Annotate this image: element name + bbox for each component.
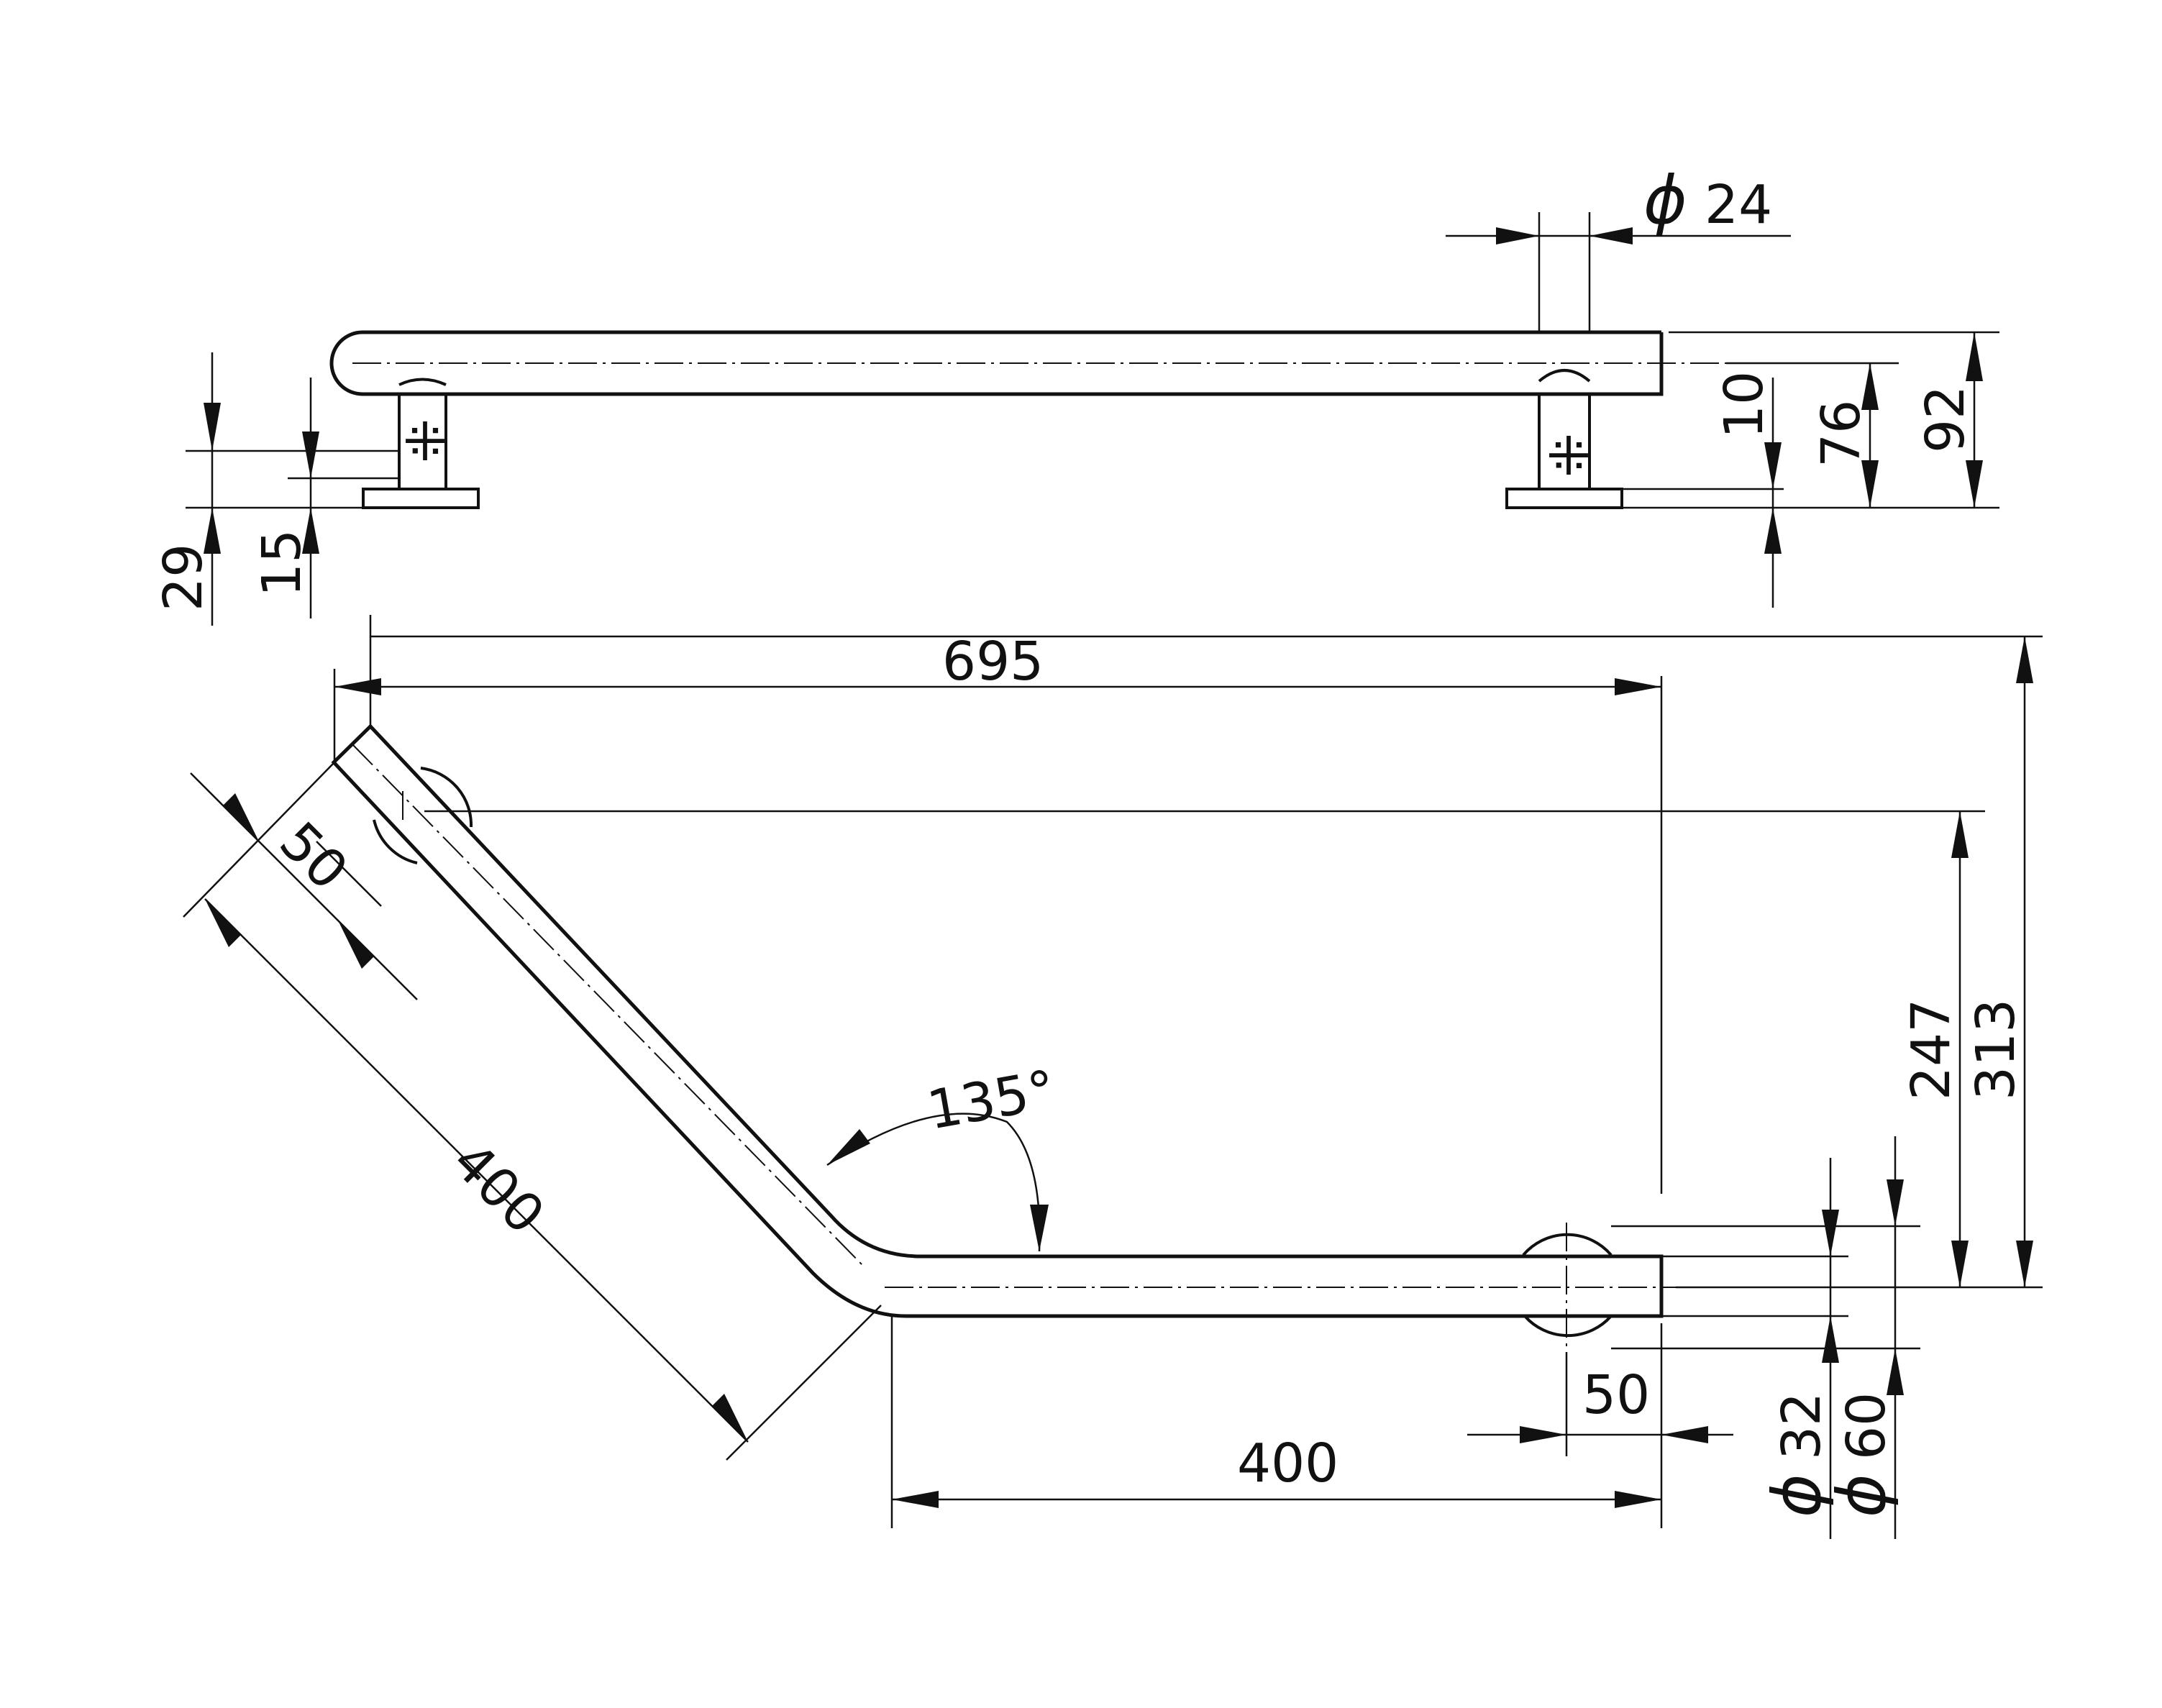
dim-leg-angled: 400 (440, 1131, 556, 1246)
diameter-symbol: ϕ (1643, 162, 1687, 239)
dim-base-offset: 10 (1713, 371, 1775, 439)
dim-end-offset-right: 50 (1582, 1364, 1650, 1426)
dim-tube-diameter-plan: 32 (1771, 1392, 1833, 1460)
dim-screw-lower: 15 (251, 529, 313, 597)
right-screw-mark: ⁜ (1546, 426, 1591, 488)
left-flange (373, 767, 473, 864)
diameter-symbol: ϕ (1823, 1474, 1900, 1517)
dim-left-verticals: 29 15 (152, 352, 399, 626)
side-view-tube (329, 330, 1664, 396)
dim-end-offset-left: 50 (268, 810, 359, 902)
right-post: ⁜ (1505, 369, 1784, 509)
dim-right-verticals: 10 76 92 (1622, 331, 1999, 608)
dim-axis-depth: 247 (1900, 999, 1962, 1100)
dim-plan-verticals: 247 313 (424, 636, 2043, 1289)
dim-phi-24: ϕ 24 (1446, 162, 1791, 332)
dim-overall-depth: 313 (1965, 999, 2027, 1100)
dim-height-total: 92 (1915, 385, 1976, 453)
angled-leg-centerline (352, 744, 864, 1266)
dim-angle-135: 135° (826, 1059, 1060, 1252)
dim-695: 695 (333, 615, 2043, 1194)
right-base-plate (1505, 488, 1623, 509)
dim-right-50: 50 (1467, 1323, 1733, 1528)
dim-tube-diameter-top: 24 (1705, 174, 1772, 236)
dim-screw-upper: 29 (152, 544, 214, 611)
left-post: ⁜ (362, 378, 480, 509)
dim-height-axis: 76 (1810, 400, 1872, 467)
left-base-plate (362, 488, 480, 509)
dim-angle: 135° (923, 1059, 1059, 1142)
dim-phi-32-60: ϕ 32 ϕ 60 (1611, 1136, 1920, 1539)
dim-overall-width: 695 (942, 631, 1044, 693)
plan-view: 695 247 313 ϕ 32 (183, 615, 2043, 1539)
dim-angled-50: 50 (190, 772, 418, 1000)
side-view: ⁜ ⁜ ϕ 24 10 (152, 162, 1999, 626)
dim-bottom-400: 400 (890, 1316, 1661, 1528)
left-screw-mark: ⁜ (403, 411, 447, 473)
diameter-symbol: ϕ (1759, 1474, 1835, 1517)
dim-leg-straight: 400 (1237, 1433, 1338, 1494)
dim-flange-diameter: 60 (1835, 1392, 1897, 1460)
